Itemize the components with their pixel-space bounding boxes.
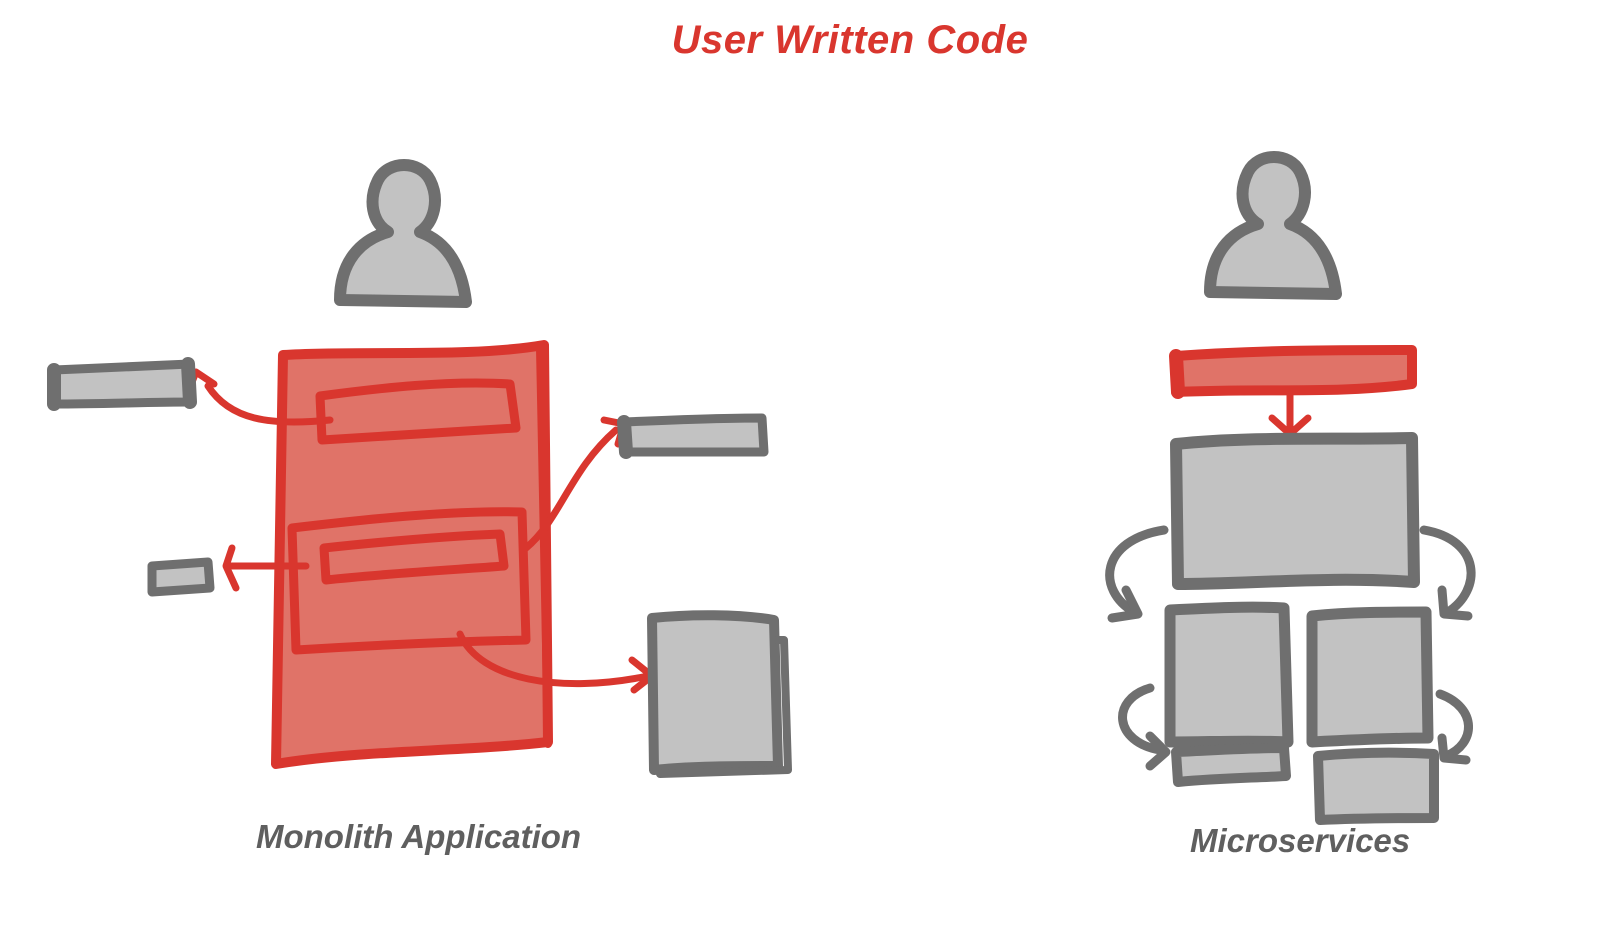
microservice-bottom-right [1313,747,1439,825]
arrow-to-datastore [456,630,652,688]
flow-arrow-right-lower [1435,689,1473,761]
microservice-left [1164,601,1294,748]
monolith-component-2 [319,529,509,585]
flow-arrow-right-upper [1419,525,1476,617]
microservices-caption: Microservices [1190,822,1411,859]
external-service-left-1 [49,359,197,409]
monolith-user-icon [334,159,472,308]
datastore-box [647,610,783,775]
monolith-caption: Monolith Application [256,818,582,855]
flow-arrow-left-upper [1105,525,1169,617]
monolith-component-1 [315,378,521,445]
monolith-panel [47,159,792,778]
external-service-right [619,413,769,457]
microservice-main [1170,432,1420,590]
arrow-to-left-service-1 [204,382,334,426]
flow-arrow-left-lower [1118,683,1165,755]
external-service-left-2 [147,557,215,597]
arrow-to-right-service [522,426,620,552]
microservice-right [1306,606,1434,748]
api-gateway-bar [1171,345,1417,397]
microservices-panel [1105,151,1476,825]
diagram-title: User Written Code [671,18,1029,62]
microservices-user-icon [1204,151,1342,300]
microservice-bottom-left [1171,743,1291,787]
